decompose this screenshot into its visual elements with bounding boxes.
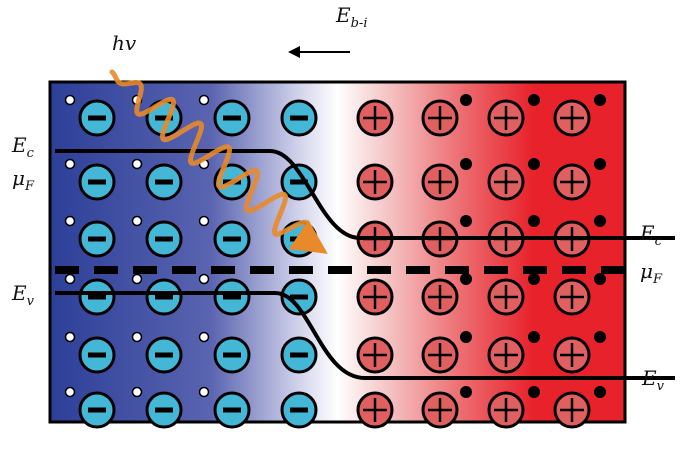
hole-dot — [198, 273, 210, 285]
positive-ion — [553, 99, 591, 137]
hole-dot — [64, 273, 76, 285]
hole-dot — [131, 158, 143, 170]
positive-ion — [356, 391, 394, 429]
positive-ion — [553, 163, 591, 201]
positive-ion — [421, 391, 459, 429]
negative-ion — [213, 391, 251, 429]
positive-ion — [356, 336, 394, 374]
positive-ion — [421, 99, 459, 137]
positive-ion — [421, 336, 459, 374]
electron-dot — [460, 273, 472, 285]
positive-ion — [356, 99, 394, 137]
negative-ion — [145, 220, 183, 258]
hole-dot — [131, 273, 143, 285]
negative-ion — [213, 99, 251, 137]
hole-dot — [64, 386, 76, 398]
electron-dot — [594, 158, 606, 170]
positive-ion — [487, 99, 525, 137]
negative-ion — [280, 163, 318, 201]
electron-dot — [594, 331, 606, 343]
negative-ion — [213, 336, 251, 374]
hole-dot — [198, 386, 210, 398]
electron-dot — [528, 273, 540, 285]
positive-ion — [553, 391, 591, 429]
negative-ion — [78, 278, 116, 316]
positive-ion — [487, 391, 525, 429]
built-in-field-label: Eb-i — [335, 3, 367, 31]
electron-dot — [460, 215, 472, 227]
photon-label: hv — [112, 31, 137, 55]
hole-dot — [64, 215, 76, 227]
photon-wave — [109, 69, 328, 254]
electron-dot — [594, 386, 606, 398]
electron-dot — [594, 94, 606, 106]
hole-dot — [64, 331, 76, 343]
negative-ion — [145, 163, 183, 201]
negative-ion — [78, 220, 116, 258]
negative-ion — [280, 391, 318, 429]
positive-ion — [553, 278, 591, 316]
positive-ion — [421, 163, 459, 201]
positive-ion — [553, 336, 591, 374]
negative-ion — [78, 336, 116, 374]
built-in-field-arrow — [288, 46, 350, 58]
negative-ion — [78, 163, 116, 201]
positive-ion — [487, 163, 525, 201]
ev-right-label: Ev — [641, 366, 665, 394]
negative-ion — [78, 391, 116, 429]
hole-dot — [131, 215, 143, 227]
carrier-dots — [64, 94, 606, 398]
electron-dot — [594, 215, 606, 227]
negative-ion — [145, 278, 183, 316]
hole-dot — [131, 331, 143, 343]
negative-ion — [213, 278, 251, 316]
hole-dot — [64, 158, 76, 170]
electron-dot — [528, 215, 540, 227]
ec-right-label: Ec — [639, 221, 663, 249]
electron-dot — [460, 158, 472, 170]
electron-dot — [528, 158, 540, 170]
fermi-right-label: μF — [640, 259, 663, 287]
electron-dot — [460, 386, 472, 398]
hole-dot — [198, 94, 210, 106]
positive-ion — [356, 163, 394, 201]
ion-grid — [78, 99, 591, 429]
electron-dot — [528, 386, 540, 398]
hole-dot — [198, 331, 210, 343]
negative-ion — [145, 336, 183, 374]
negative-ion — [78, 99, 116, 137]
negative-ion — [213, 220, 251, 258]
negative-ion — [280, 99, 318, 137]
junction-body — [48, 80, 627, 424]
fermi-left-label: μF — [12, 166, 35, 194]
hole-dot — [64, 94, 76, 106]
hole-dot — [131, 386, 143, 398]
valence-band-edge — [55, 291, 675, 380]
ec-left-label: Ec — [11, 133, 35, 161]
electron-dot — [460, 331, 472, 343]
positive-ion — [356, 278, 394, 316]
electron-dot — [528, 331, 540, 343]
hole-dot — [198, 215, 210, 227]
electron-dot — [594, 273, 606, 285]
positive-ion — [487, 336, 525, 374]
electron-dot — [528, 94, 540, 106]
negative-ion — [280, 278, 318, 316]
negative-ion — [145, 391, 183, 429]
negative-ion — [280, 336, 318, 374]
positive-ion — [421, 278, 459, 316]
electron-dot — [460, 94, 472, 106]
ev-left-label: Ev — [11, 281, 35, 309]
conduction-band-edge — [55, 149, 675, 240]
positive-ion — [487, 278, 525, 316]
